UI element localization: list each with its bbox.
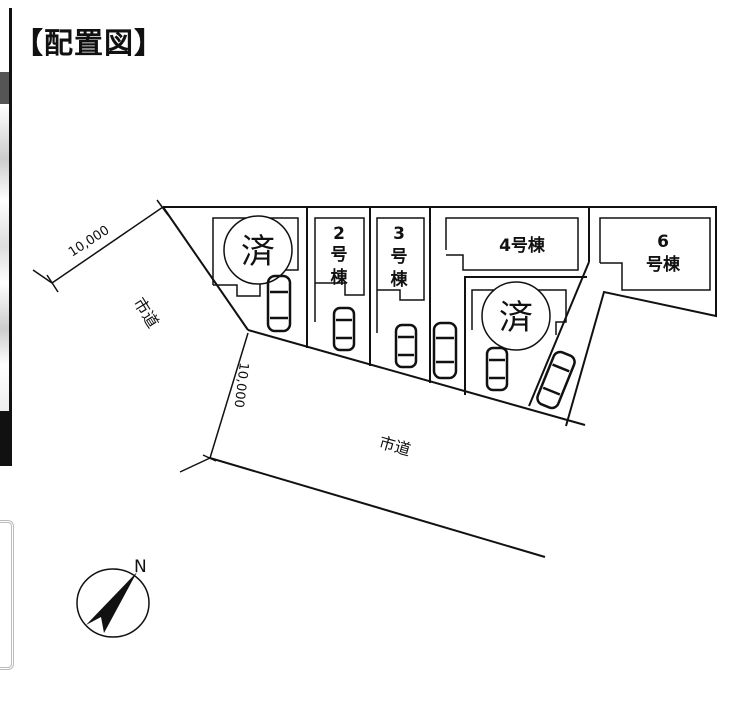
svg-text:6: 6	[657, 232, 669, 252]
svg-text:済: 済	[241, 232, 275, 272]
svg-text:号棟: 号棟	[646, 254, 681, 275]
lot-2-label: 2 号 棟	[331, 224, 349, 288]
car-icon	[536, 350, 576, 410]
car-icon	[266, 274, 292, 333]
compass-north-label: N	[134, 557, 147, 577]
site-boundaries	[162, 206, 717, 558]
road-label-lower: 市道	[377, 433, 413, 460]
svg-text:3: 3	[393, 224, 405, 244]
dimension-top: 10,000	[66, 223, 112, 260]
parked-cars	[266, 274, 576, 410]
sold-stamp-lot1: 済	[223, 215, 293, 285]
svg-text:2: 2	[333, 224, 345, 244]
car-icon	[432, 321, 458, 380]
svg-text:号: 号	[391, 247, 408, 267]
svg-text:号: 号	[331, 245, 348, 265]
north-compass-icon	[76, 568, 150, 638]
car-icon	[394, 323, 418, 369]
sold-stamp-lot5: 済	[481, 281, 551, 351]
buildings	[212, 217, 711, 335]
dimension-lines	[32, 199, 249, 473]
page-title: 【配置図】	[14, 26, 165, 60]
road-label-upper: 市道	[130, 294, 163, 331]
car-icon	[485, 346, 509, 392]
lot-6-label: 6 号棟	[646, 232, 681, 275]
dimension-left: 10,000	[230, 362, 250, 409]
side-scroll-strip	[0, 8, 12, 466]
svg-text:棟: 棟	[391, 269, 409, 290]
svg-text:済: 済	[499, 298, 533, 338]
svg-text:棟: 棟	[331, 267, 349, 288]
lot-4-label: 4号棟	[499, 235, 546, 256]
car-icon	[332, 306, 356, 352]
side-panel-frame	[0, 520, 14, 670]
lot-3-label: 3 号 棟	[391, 224, 409, 290]
